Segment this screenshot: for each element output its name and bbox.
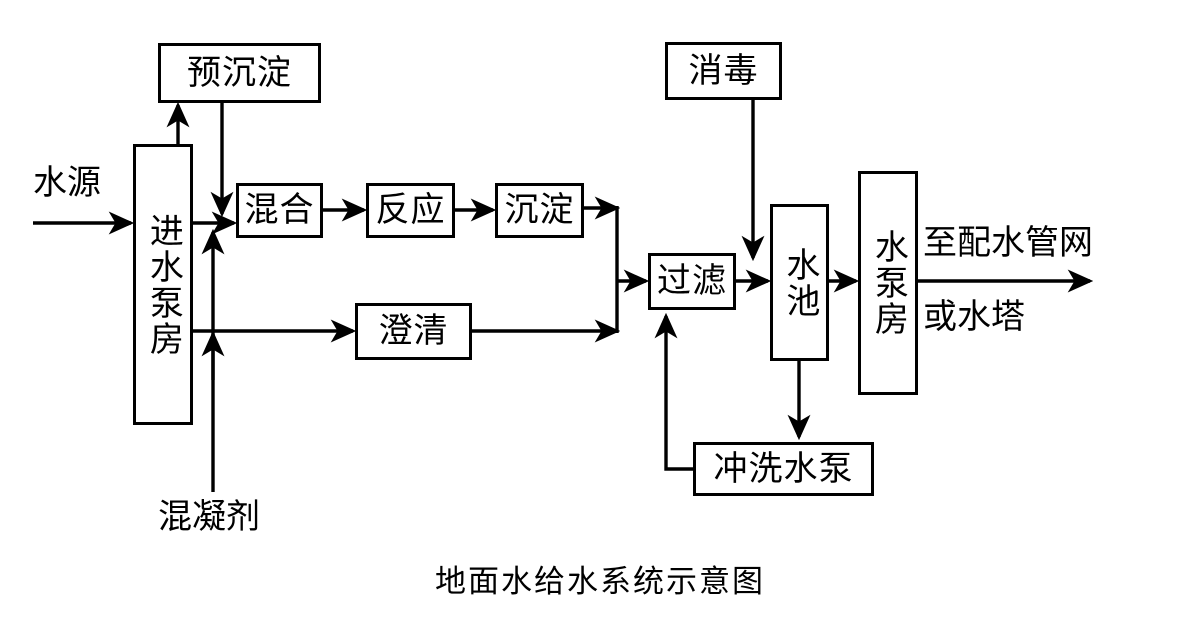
node-backwash-pump[interactable]: 冲洗水泵 <box>693 442 874 496</box>
node-disinfection[interactable]: 消毒 <box>665 42 782 100</box>
node-label-clarification: 澄清 <box>378 311 449 352</box>
node-sedimentation[interactable]: 沉淀 <box>495 183 584 238</box>
node-clarification[interactable]: 澄清 <box>355 303 472 360</box>
node-label-intake-pump-house: 进水泵房 <box>143 212 184 357</box>
diagram-caption: 地面水给水系统示意图 <box>435 564 765 600</box>
label-water-source: 水源 <box>33 163 101 203</box>
label-or-water-tower: 或水塔 <box>923 297 1025 337</box>
node-label-sedimentation: 沉淀 <box>504 190 575 231</box>
node-label-pre-sedimentation: 预沉淀 <box>187 52 292 93</box>
label-to-distribution-network: 至配水管网 <box>923 223 1093 263</box>
node-label-pump-house: 水泵房 <box>868 229 909 337</box>
node-label-backwash-pump: 冲洗水泵 <box>713 448 854 489</box>
node-reservoir[interactable]: 水池 <box>770 204 829 361</box>
node-intake-pump-house[interactable]: 进水泵房 <box>133 144 193 425</box>
node-label-mixing: 混合 <box>244 190 315 231</box>
flow-washpump-to-filtration <box>654 312 693 471</box>
label-coagulant: 混凝剂 <box>158 497 260 537</box>
node-pump-house[interactable]: 水泵房 <box>858 171 918 395</box>
node-label-reservoir: 水池 <box>779 246 820 319</box>
node-mixing[interactable]: 混合 <box>236 183 323 238</box>
node-label-reaction: 反应 <box>375 190 446 231</box>
node-pre-sedimentation[interactable]: 预沉淀 <box>158 43 321 103</box>
node-label-filtration: 过滤 <box>657 261 727 302</box>
node-reaction[interactable]: 反应 <box>366 183 455 238</box>
node-label-disinfection: 消毒 <box>688 50 759 91</box>
node-filtration[interactable]: 过滤 <box>648 253 736 310</box>
